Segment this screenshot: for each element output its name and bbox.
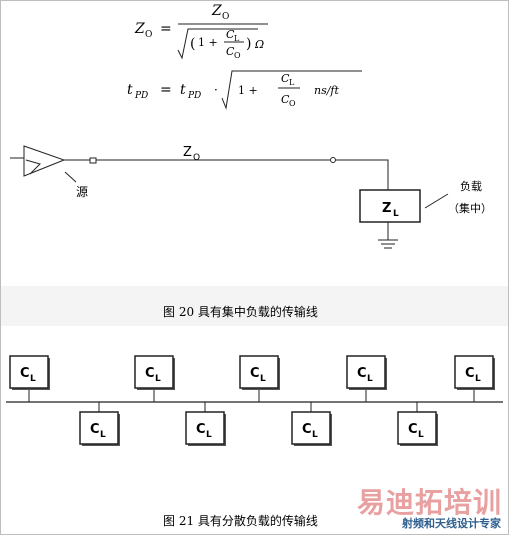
line-impedance-sub: O: [193, 153, 200, 163]
lower-cap-label-2: C: [196, 422, 206, 437]
watermark-brand: 易迪拓培训: [357, 486, 502, 519]
driver-mark: [25, 159, 41, 175]
upper-cap-label-3: C: [250, 366, 260, 381]
z0-lhs: Z: [134, 21, 145, 37]
lower-cap-sub-4: L: [418, 430, 424, 440]
upper-cap-label-4: C: [357, 366, 367, 381]
tpd-lhs-sub: PD: [134, 91, 148, 101]
upper-cap-sub-3: L: [260, 374, 266, 384]
upper-cap-label-5: C: [465, 366, 475, 381]
upper-cap-box-5: [454, 355, 494, 389]
lower-cap-box-1: [79, 411, 119, 445]
load-terminal: [330, 157, 336, 163]
upper-cap-sub-1: L: [30, 374, 36, 384]
tpd-one-plus: 1 +: [238, 84, 258, 97]
upper-cap-box-4: [346, 355, 386, 389]
upper-cap-sub-4: L: [367, 374, 373, 384]
tpd-radical: [221, 70, 362, 110]
lumped-load-label: Z: [382, 201, 391, 216]
upper-cap-box-2: [134, 355, 174, 389]
figure-20: Z O 源 Z L 负载 （集中）: [10, 145, 492, 249]
tpd-rhs-t: t: [180, 82, 186, 98]
z0-lhs-sub: O: [145, 30, 152, 40]
lower-cap-label-1: C: [90, 422, 100, 437]
z0-c-den: C: [226, 45, 235, 58]
z0-numerator: Z: [211, 3, 222, 19]
tpd-unit: ns/ft: [314, 84, 340, 97]
source-terminal: [89, 157, 97, 164]
watermark-subtitle: 射频和天线设计专家: [402, 517, 501, 530]
tpd-c-num-sub: L: [289, 78, 295, 87]
z0-c-den-sub: O: [234, 51, 241, 60]
figure-21-caption: 图 21 具有分散负载的传输线: [163, 514, 318, 528]
z0-paren-close: ): [246, 36, 251, 52]
z0-c-num-sub: L: [234, 34, 240, 43]
lower-cap-sub-1: L: [100, 430, 106, 440]
upper-cap-box-1: [9, 355, 49, 389]
load-leader: [424, 193, 449, 209]
upper-cap-box-3: [239, 355, 279, 389]
upper-cap-sub-5: L: [475, 374, 481, 384]
tpd-equals: =: [160, 82, 172, 98]
driver-triangle: [23, 145, 66, 177]
load-label-1: 负载: [460, 179, 482, 193]
figure-20-panel: [0, 0, 509, 286]
z0-paren-open: (: [190, 36, 195, 52]
tpd-c-den-sub: O: [289, 99, 296, 108]
tpd-c-den: C: [281, 93, 290, 106]
tpd-dot: ·: [214, 83, 218, 97]
lower-cap-label-4: C: [408, 422, 418, 437]
line-impedance-label: Z: [183, 145, 192, 160]
z0-radical: [177, 28, 258, 60]
formula-z0: Z O = Z O ( 1 + C L C O ) Ω: [134, 3, 268, 60]
figure-20-caption: 图 20 具有集中负载的传输线: [163, 305, 318, 319]
tpd-c-num: C: [281, 72, 290, 85]
formula-tpd: t PD = t PD · 1 + C L C O ns/ft: [127, 70, 362, 110]
source-label: 源: [76, 185, 88, 199]
upper-cap-label-2: C: [145, 366, 155, 381]
load-feed-wire: [336, 159, 389, 190]
z0-one-plus: 1 +: [198, 36, 218, 49]
load-label-2: （集中）: [448, 201, 492, 215]
lumped-load-box: [359, 189, 421, 223]
lower-cap-box-2: [185, 411, 225, 445]
lumped-load-sub: L: [393, 209, 399, 219]
lower-cap-sub-2: L: [206, 430, 212, 440]
z0-equals: =: [160, 21, 172, 37]
caption-strip: [0, 286, 509, 326]
z0-c-num: C: [226, 28, 235, 41]
z0-unit: Ω: [254, 38, 264, 51]
lower-cap-box-3: [291, 411, 331, 445]
lower-cap-box-4: [397, 411, 437, 445]
lower-cap-sub-3: L: [312, 430, 318, 440]
lower-cap-label-3: C: [302, 422, 312, 437]
z0-numerator-sub: O: [222, 12, 229, 22]
upper-cap-label-1: C: [20, 366, 30, 381]
tpd-rhs-t-sub: PD: [187, 91, 201, 101]
upper-cap-sub-2: L: [155, 374, 161, 384]
source-leader: [64, 171, 77, 183]
tpd-lhs: t: [127, 82, 133, 98]
